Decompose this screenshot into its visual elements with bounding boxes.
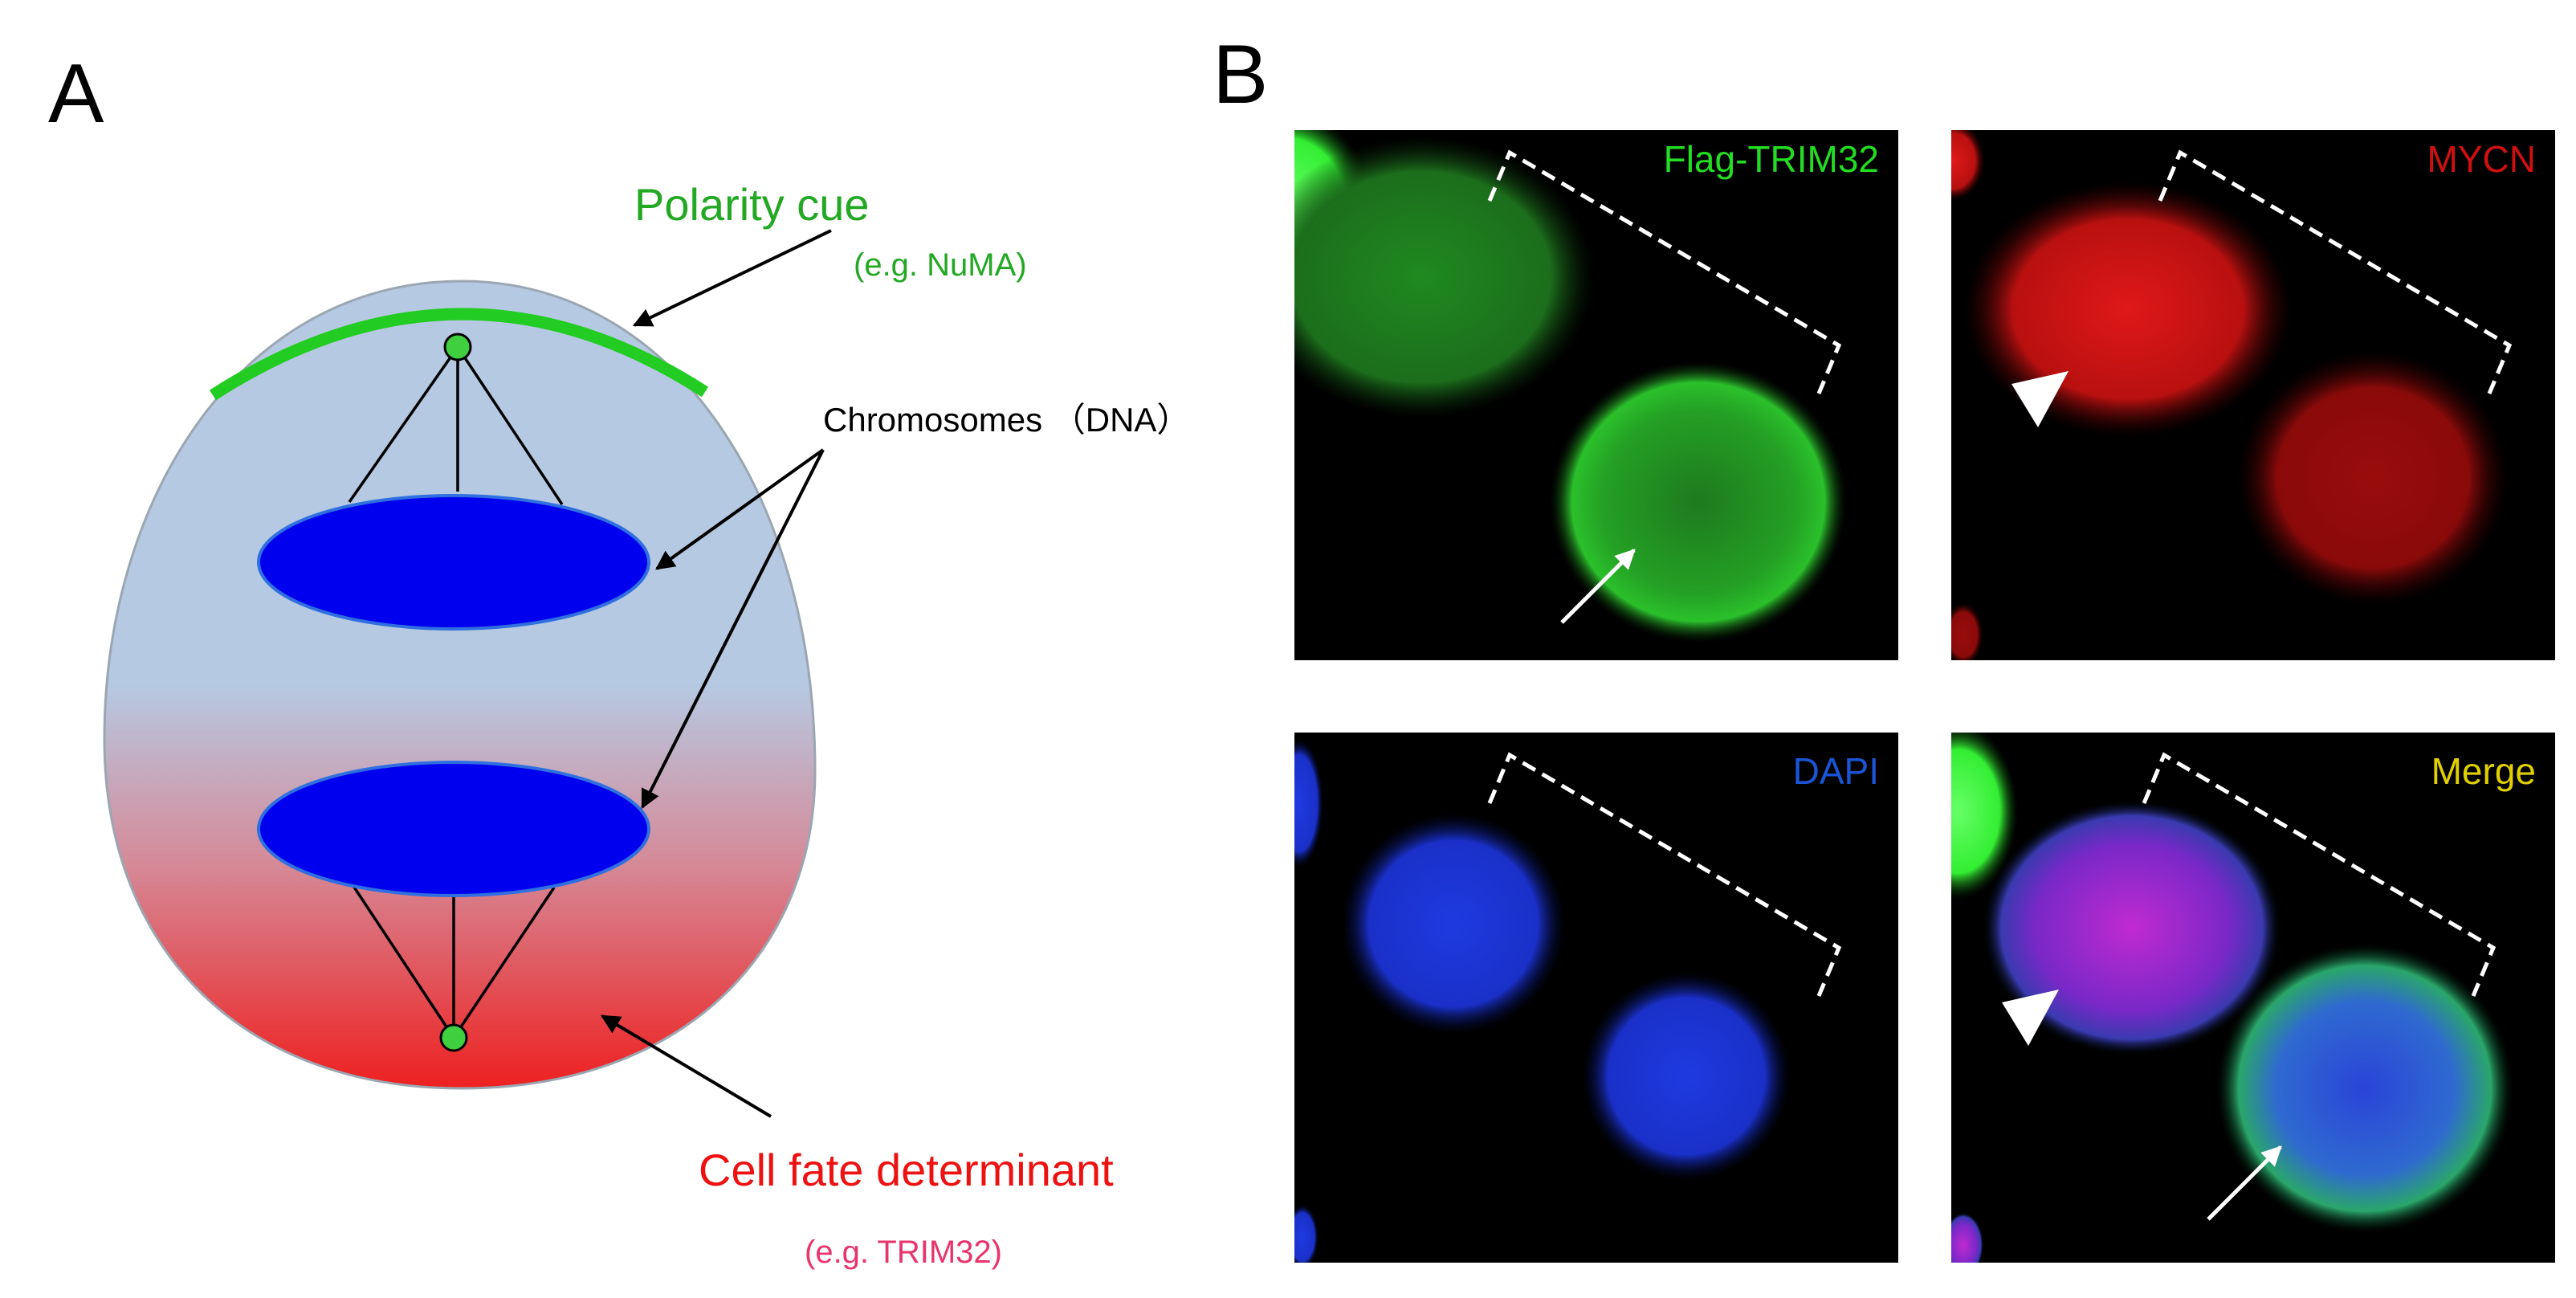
bracket	[2158, 149, 2513, 394]
centrosome-bottom	[439, 1023, 468, 1052]
polarity-cue-label: Polarity cue	[634, 179, 870, 230]
centrosome-top	[443, 333, 472, 361]
pointer-arrows	[600, 229, 832, 1118]
channel-label: Flag-TRIM32	[1664, 138, 1879, 180]
panel-a: A Polarity cue (e.g. NuMA) Chromosomes （…	[48, 47, 1190, 1270]
polarity-cue-example: (e.g. NuMA)	[854, 247, 1027, 283]
bracket	[1487, 752, 1842, 997]
chromosome-top	[257, 494, 650, 631]
panel-b: B Flag-TRIM32 MYCN	[1213, 28, 2555, 1263]
arrow-marker	[2207, 1145, 2282, 1221]
micrograph-mycn: MYCN	[1951, 130, 2555, 660]
channel-label: MYCN	[2427, 138, 2536, 180]
spindle-bottom	[352, 885, 556, 1039]
panel-a-letter: A	[48, 47, 104, 141]
micrograph-dapi: DAPI	[1294, 733, 1898, 1263]
chromosomes-label: Chromosomes （DNA）	[823, 401, 1190, 439]
bracket	[1487, 149, 1842, 394]
spindle-top	[348, 345, 564, 505]
channel-label: DAPI	[1793, 750, 1879, 792]
arrowhead-marker	[2011, 371, 2069, 427]
panel-b-letter: B	[1213, 28, 1268, 121]
polarity-cue-arc	[209, 308, 709, 401]
cell-fate-example: (e.g. TRIM32)	[805, 1235, 1002, 1270]
bracket	[2142, 752, 2497, 997]
micrograph-merge: Merge	[1951, 733, 2555, 1263]
chromosome-bottom	[257, 761, 650, 897]
arrow-marker	[1560, 549, 1636, 624]
channel-label: Merge	[2431, 750, 2536, 792]
cell-body	[103, 280, 817, 1090]
arrowhead-marker	[2002, 990, 2059, 1046]
micrograph-flag-trim32: Flag-TRIM32	[1294, 130, 1898, 660]
cell-fate-label: Cell fate determinant	[699, 1145, 1114, 1195]
